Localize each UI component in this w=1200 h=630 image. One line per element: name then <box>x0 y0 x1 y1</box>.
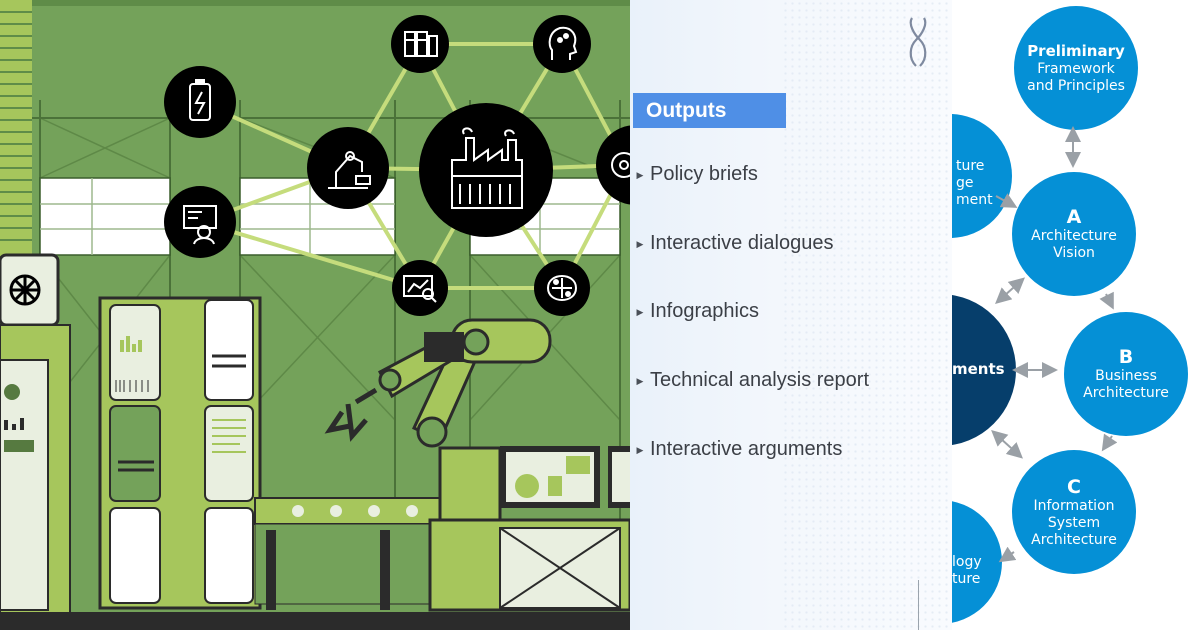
phase-letter: C <box>1067 475 1081 498</box>
bullet-text: Interactive dialogues <box>650 232 834 254</box>
dot-pattern <box>782 0 952 630</box>
bullet-arrow-icon: ▶ <box>636 307 644 317</box>
bullet-text: Infographics <box>650 300 759 322</box>
phase-line: System <box>1047 514 1101 531</box>
bullet-item: ▶ Infographics <box>630 296 759 326</box>
phase-line: Framework <box>1037 60 1115 77</box>
bullet-arrow-icon: ▶ <box>636 170 644 180</box>
arrow-b-c <box>1101 433 1118 452</box>
bullet-item: ▶ Interactive arguments <box>630 434 843 464</box>
network-nodes <box>164 15 630 316</box>
phase-line: Architecture <box>1031 228 1117 244</box>
phase-line: Business <box>1095 368 1157 384</box>
phase-line: and Principles <box>1027 77 1125 94</box>
arrow-center-c <box>991 429 1023 459</box>
bullet-item: ▶ Policy briefs <box>630 159 758 189</box>
bullet-item: ▶ Technical analysis report <box>630 365 869 395</box>
adm-phase-preliminary: Preliminary Framework and Principles <box>1014 6 1138 130</box>
adm-phase-b: B Business Architecture <box>1064 312 1188 436</box>
bullet-text: Technical analysis report <box>650 369 869 391</box>
phase-title: Preliminary <box>1027 41 1125 60</box>
bullet-text: Policy briefs <box>650 163 758 185</box>
arrow-center-a <box>995 277 1025 304</box>
logo-icon <box>909 17 927 67</box>
outputs-slide: Outputs ▶ Policy briefs ▶ Interactive dial… <box>630 0 952 630</box>
factory-scene <box>0 0 630 630</box>
bullet-arrow-icon: ▶ <box>636 239 644 249</box>
arrow-a-b <box>1099 291 1114 310</box>
bullet-text: Interactive arguments <box>650 438 843 460</box>
factory-illustration <box>0 0 630 630</box>
arrow-partial-a <box>995 193 1018 208</box>
arrow-c-partial <box>998 546 1017 563</box>
phase-line: Vision <box>1053 245 1095 261</box>
divider-line <box>918 580 919 630</box>
phase-line: Information <box>1033 497 1115 514</box>
adm-cycle-diagram: ture ge ment ments logy ture Preliminary… <box>952 0 1200 630</box>
phase-line: Architecture <box>1083 385 1169 401</box>
phase-letter: A <box>1066 206 1082 228</box>
bullet-arrow-icon: ▶ <box>636 445 644 455</box>
adm-phase-c: C Information System Architecture <box>1012 450 1136 574</box>
phase-letter: B <box>1118 346 1134 368</box>
outputs-heading: Outputs <box>633 93 786 128</box>
bullet-arrow-icon: ▶ <box>636 376 644 386</box>
phase-line: Architecture <box>1031 531 1117 548</box>
adm-arrows <box>991 126 1118 563</box>
bullet-item: ▶ Interactive dialogues <box>630 228 834 258</box>
adm-phase-a: A Architecture Vision <box>1012 172 1136 296</box>
